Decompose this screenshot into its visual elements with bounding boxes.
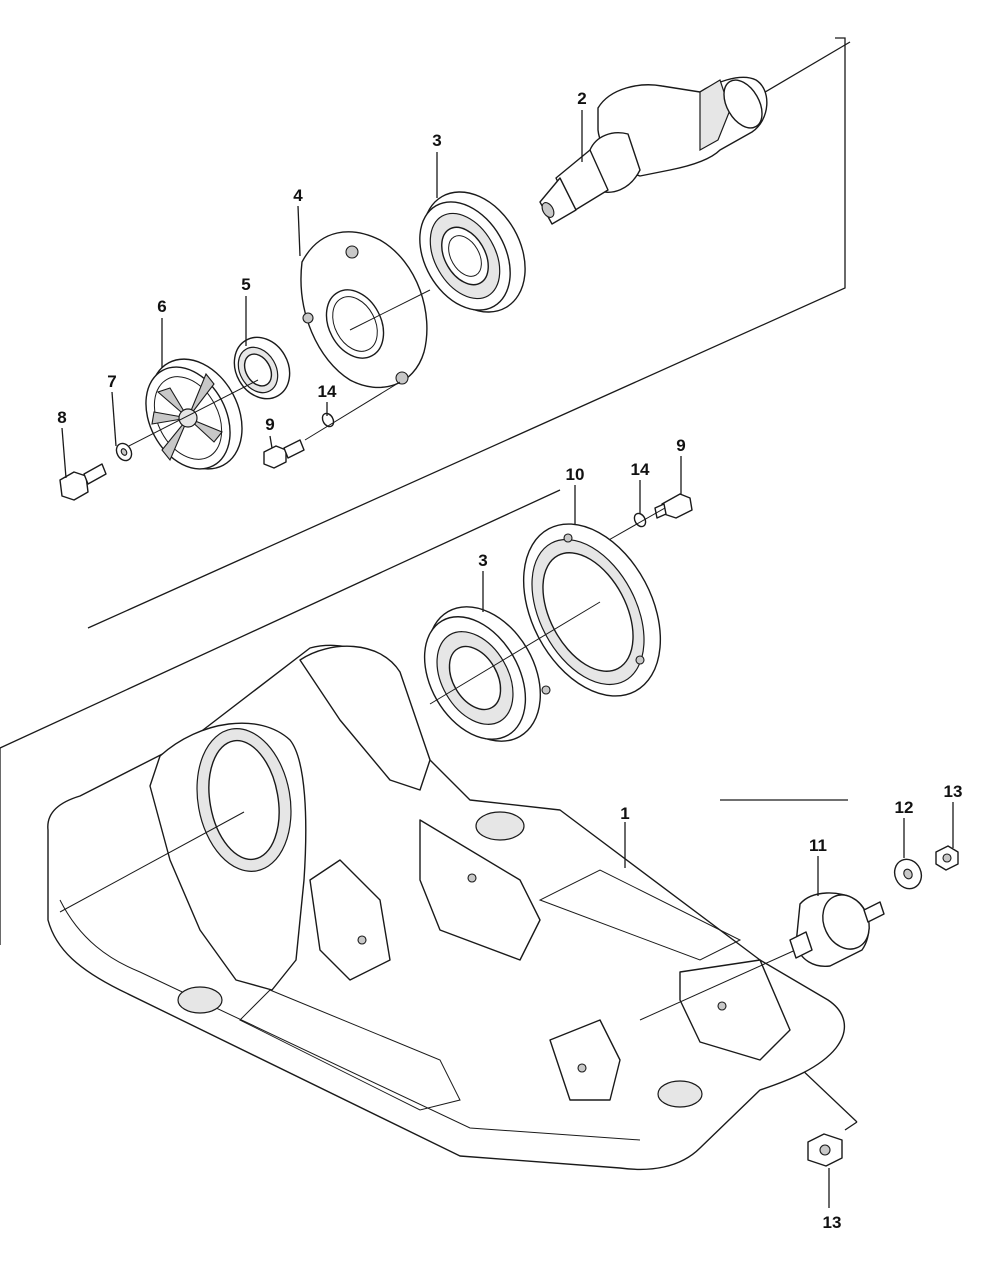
- shaft-seal: [233, 336, 291, 400]
- callout-14-upper: 14: [318, 382, 337, 401]
- bearing-cover: [300, 231, 431, 389]
- callout-11: 11: [809, 836, 827, 855]
- leader-lines: [61, 110, 954, 1208]
- callout-10: 10: [566, 465, 585, 484]
- callout-13-right: 13: [944, 782, 963, 801]
- callout-8: 8: [57, 408, 66, 427]
- nut-13-right: [935, 845, 959, 871]
- eccentric-shaft: [539, 41, 851, 225]
- axis-line-lower-right-2: [844, 1121, 858, 1131]
- lower-bearing: [423, 601, 601, 742]
- callout-13-bottom: 13: [823, 1213, 842, 1232]
- callout-9-lower: 9: [676, 436, 685, 455]
- rubber-buffer: [789, 892, 885, 967]
- nut-13-bottom: [807, 1133, 843, 1167]
- callout-5: 5: [241, 275, 250, 294]
- washer-14-lower: [599, 507, 666, 546]
- pulley: [124, 358, 259, 470]
- callout-2: 2: [577, 89, 586, 108]
- callout-1: 1: [620, 804, 629, 823]
- base-plate: [47, 644, 846, 1171]
- callout-6: 6: [157, 297, 166, 316]
- callout-4: 4: [293, 186, 303, 205]
- bearing-flange: [522, 523, 662, 697]
- upper-assembly-frame: [87, 37, 846, 629]
- washer-7: [115, 442, 133, 462]
- washer-12: [893, 858, 923, 890]
- bolt-8: [59, 463, 107, 501]
- upper-bearing: [419, 191, 526, 313]
- callout-9-upper: 9: [265, 415, 274, 434]
- callout-3-lower: 3: [478, 551, 487, 570]
- bolt-9-lower: [654, 493, 693, 519]
- callout-12: 12: [895, 798, 914, 817]
- bolt-9-upper: [263, 439, 305, 469]
- lower-frame-diagonal: [0, 489, 561, 749]
- callouts: 1 2 3 3 4 5 6 7 8 9 9 10 11 12 13 13 14 …: [57, 89, 962, 1232]
- callout-14-lower: 14: [631, 460, 650, 479]
- washer-14-upper: [304, 381, 401, 441]
- callout-3-upper: 3: [432, 131, 441, 150]
- callout-7: 7: [107, 372, 116, 391]
